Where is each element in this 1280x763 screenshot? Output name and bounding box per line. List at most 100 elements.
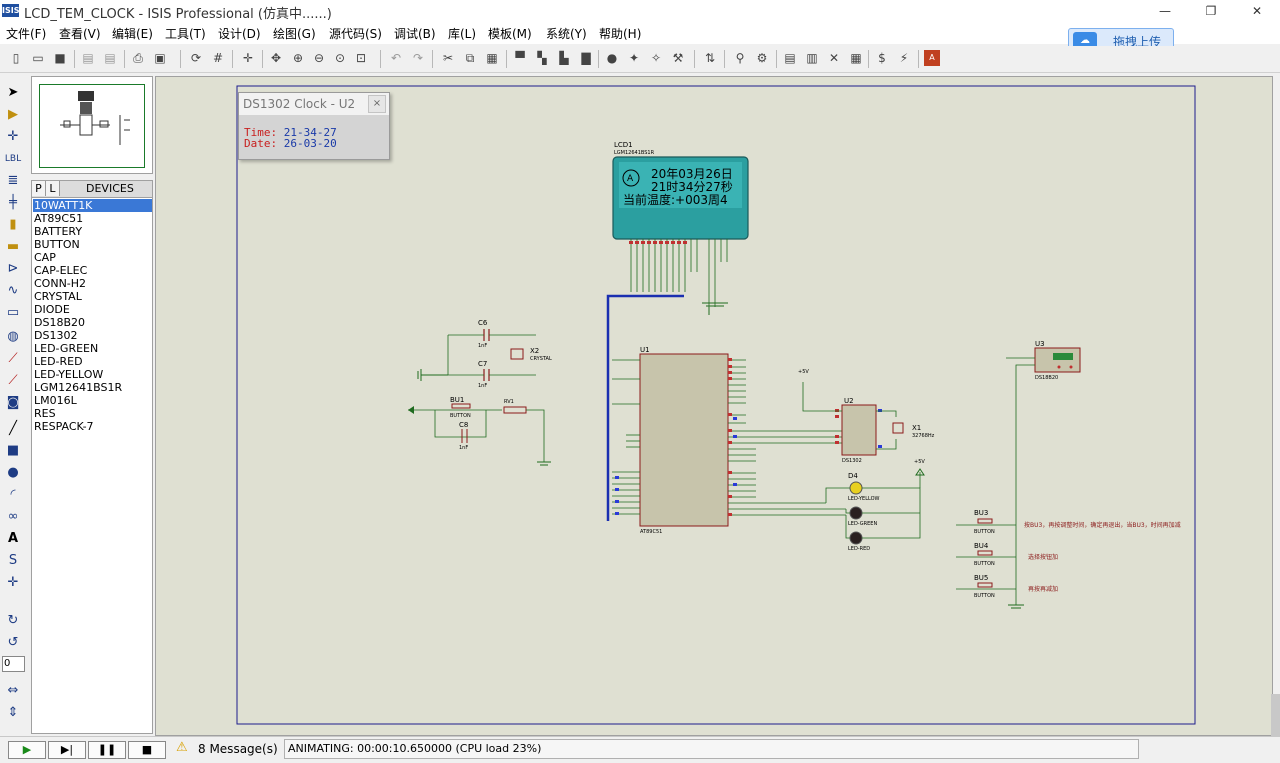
origin-icon[interactable]: ✛ [242, 51, 254, 65]
make-device-icon[interactable]: ✦ [628, 51, 640, 65]
device-item[interactable]: LED-GREEN [34, 342, 99, 355]
mirror-x-icon[interactable]: ⇔ [7, 683, 19, 698]
step-button[interactable]: ▶| [48, 741, 86, 759]
device-item[interactable]: LED-RED [34, 355, 83, 368]
undo-icon[interactable]: ↶ [390, 51, 402, 65]
zoom-in-icon[interactable]: ⊕ [292, 51, 304, 65]
minimize-button[interactable]: — [1159, 4, 1171, 18]
copy-icon[interactable]: ⧉ [465, 51, 475, 65]
popup-title-bar[interactable]: DS1302 Clock - U2 × [239, 93, 389, 115]
rotation-angle-input[interactable]: 0 [2, 656, 25, 672]
pick-devices-tab[interactable]: P [32, 181, 46, 196]
import-icon[interactable]: ▤ [82, 51, 94, 65]
device-item[interactable]: LM016L [34, 394, 77, 407]
menu-source[interactable]: 源代码(S) [329, 27, 382, 41]
cut-icon[interactable]: ✂ [442, 51, 454, 65]
device-pins-icon[interactable]: ⊳ [7, 261, 19, 276]
packaging-tool-icon[interactable]: ✧ [650, 51, 662, 65]
menu-graph[interactable]: 绘图(G) [273, 27, 316, 41]
device-item[interactable]: BUTTON [34, 238, 80, 251]
vertical-scrollbar[interactable] [1271, 694, 1280, 754]
graph-icon[interactable]: ∿ [7, 283, 19, 298]
device-item[interactable]: AT89C51 [34, 212, 84, 225]
device-item[interactable]: LED-YELLOW [34, 368, 104, 381]
arc-icon[interactable]: ◜ [10, 487, 16, 502]
device-item[interactable]: DS18B20 [34, 316, 85, 329]
paste-icon[interactable]: ▦ [486, 51, 498, 65]
decompose-icon[interactable]: ⚒ [672, 51, 684, 65]
ds1302-clock-popup[interactable]: DS1302 Clock - U2 × Time: 21-34-27 Date:… [238, 92, 390, 160]
block-copy-icon[interactable]: ▀ [515, 51, 525, 65]
tape-recorder-icon[interactable]: ▭ [6, 305, 20, 320]
device-item[interactable]: CAP-ELEC [34, 264, 88, 277]
popup-close-button[interactable]: × [368, 95, 386, 113]
grid-icon[interactable]: # [212, 51, 224, 65]
messages-count[interactable]: 8 Message(s) [198, 742, 278, 756]
export-icon[interactable]: ▤ [104, 51, 116, 65]
netlist-icon[interactable]: ⚡ [899, 51, 909, 65]
property-tool-icon[interactable]: ⚙ [756, 51, 768, 65]
bus-icon[interactable]: ╪ [9, 195, 17, 210]
block-rotate-icon[interactable]: ▙ [559, 51, 569, 65]
text-script-icon[interactable]: ≣ [7, 173, 19, 188]
device-item[interactable]: BATTERY [34, 225, 83, 238]
mirror-y-icon[interactable]: ⇕ [7, 705, 19, 720]
pan-icon[interactable]: ✥ [270, 51, 282, 65]
circle-icon[interactable]: ● [7, 465, 19, 480]
menu-system[interactable]: 系统(Y) [546, 27, 587, 41]
bill-of-materials-icon[interactable]: ▦ [850, 51, 862, 65]
overview-window[interactable] [31, 76, 153, 174]
device-item[interactable]: DIODE [34, 303, 70, 316]
ares-icon[interactable]: A [924, 50, 940, 66]
open-folder-icon[interactable]: ▭ [32, 51, 44, 65]
subcircuit-icon[interactable]: ▮ [9, 217, 17, 232]
block-move-icon[interactable]: ▚ [537, 51, 547, 65]
redo-icon[interactable]: ↷ [412, 51, 424, 65]
schematic-canvas[interactable]: LCD1 LGM12641BS1R A 20年03月26日 21时34分27秒 … [155, 76, 1273, 736]
box-icon[interactable]: ■ [6, 443, 20, 458]
library-manager-tab[interactable]: L [46, 181, 60, 196]
menu-template[interactable]: 模板(M) [488, 27, 532, 41]
print-area-icon[interactable]: ▣ [154, 51, 166, 65]
rotate-anticlockwise-icon[interactable]: ↺ [7, 635, 19, 650]
stop-button[interactable]: ■ [128, 741, 166, 759]
print-icon[interactable]: ⎙ [133, 51, 143, 65]
menu-edit[interactable]: 编辑(E) [112, 27, 153, 41]
generator-icon[interactable]: ◍ [7, 329, 19, 344]
virtual-instruments-icon[interactable]: ◙ [6, 395, 20, 410]
device-item[interactable]: CRYSTAL [34, 290, 82, 303]
new-file-icon[interactable]: ▯ [12, 51, 20, 65]
device-item[interactable]: RESPACK-7 [34, 420, 94, 433]
menu-debug[interactable]: 调试(B) [394, 27, 436, 41]
wire-autorouter-icon[interactable]: ⇅ [704, 51, 716, 65]
rotate-clockwise-icon[interactable]: ↻ [7, 613, 19, 628]
path-icon[interactable]: ∞ [7, 509, 19, 524]
zoom-all-icon[interactable]: ⊙ [334, 51, 346, 65]
zoom-area-icon[interactable]: ⊡ [355, 51, 367, 65]
device-item[interactable]: LGM12641BS1R [34, 381, 123, 394]
device-item[interactable]: CONN-H2 [34, 277, 87, 290]
junction-dot-icon[interactable]: ✛ [7, 129, 19, 144]
component-mode-icon[interactable]: ▶ [8, 107, 18, 122]
current-probe-icon[interactable]: ⟋ [8, 373, 18, 388]
new-sheet-icon[interactable]: ▤ [784, 51, 796, 65]
device-item[interactable]: CAP [34, 251, 56, 264]
zoom-out-icon[interactable]: ⊖ [313, 51, 325, 65]
menu-file[interactable]: 文件(F) [6, 27, 47, 41]
symbol-icon[interactable]: S [8, 553, 18, 568]
menu-library[interactable]: 库(L) [448, 27, 477, 41]
menu-tools[interactable]: 工具(T) [165, 27, 206, 41]
marker-icon[interactable]: ✛ [7, 575, 19, 590]
close-button[interactable]: ✕ [1251, 4, 1263, 18]
wire-label-icon[interactable]: LBL [4, 154, 22, 164]
warning-icon[interactable]: ⚠ [176, 740, 188, 755]
selection-mode-icon[interactable]: ➤ [7, 85, 19, 100]
redraw-icon[interactable]: ⟳ [190, 51, 202, 65]
device-item[interactable]: DS1302 [34, 329, 78, 342]
play-button[interactable]: ▶ [8, 741, 46, 759]
terminals-icon[interactable]: ▬ [6, 239, 20, 254]
pick-device-icon[interactable]: ● [606, 51, 618, 65]
device-item[interactable]: 10WATT1K [33, 199, 152, 212]
restore-button[interactable]: ❐ [1205, 4, 1217, 18]
device-item[interactable]: RES [34, 407, 56, 420]
